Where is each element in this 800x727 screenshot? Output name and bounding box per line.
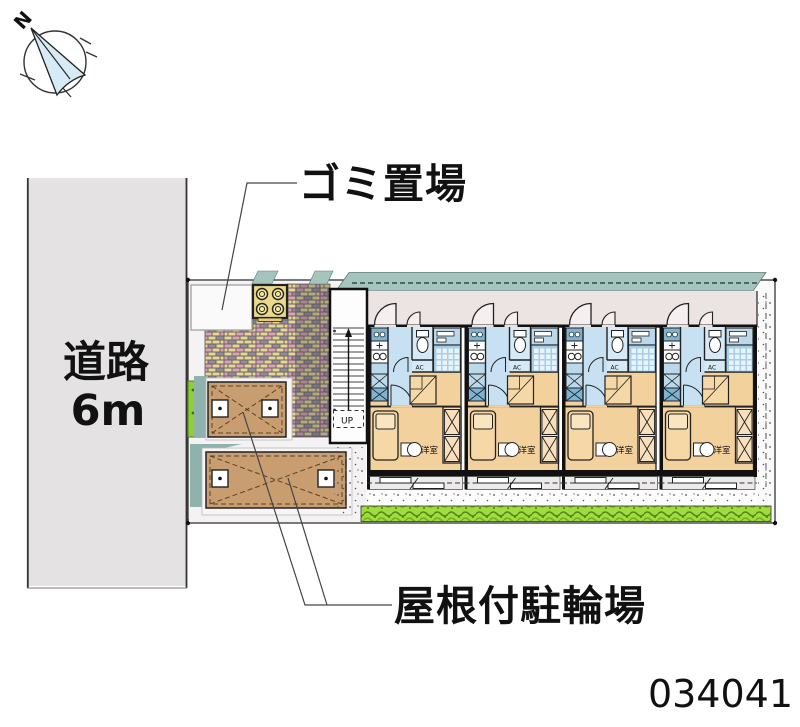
unit-4: [658, 302, 758, 491]
leader-lines: [221, 182, 392, 606]
bicycle-parking-label: 屋根付駐輪場: [394, 582, 646, 630]
hedge: [360, 505, 772, 522]
bicycle-roof-2: [190, 444, 353, 516]
bicycle-leader-2: [287, 477, 328, 606]
bicycle-leader-1: [242, 411, 392, 606]
unit-3: [561, 302, 661, 491]
garbage-leader: [221, 182, 297, 311]
plan-number: 034041: [648, 672, 793, 716]
stairs-up-label: UP: [341, 417, 354, 427]
unit-1: [366, 302, 466, 491]
building-roof-band: [251, 270, 767, 292]
road-width-label: 6m: [71, 386, 146, 436]
unit-2: [463, 302, 563, 491]
walkway: [367, 291, 757, 328]
garbage-area-label: ゴミ置場: [299, 160, 467, 208]
building-right-wall: [753, 327, 757, 477]
garbage-area: [190, 284, 253, 331]
gravel: [334, 293, 772, 519]
compass: N: [10, 7, 98, 98]
road-label: 道路: [63, 338, 150, 388]
apartment-units: [366, 302, 758, 491]
up-box: [333, 410, 364, 428]
staircase: UP: [328, 287, 369, 445]
bin-station: [251, 283, 289, 322]
road: [26, 178, 188, 589]
bicycle-roof-1: [194, 376, 293, 441]
